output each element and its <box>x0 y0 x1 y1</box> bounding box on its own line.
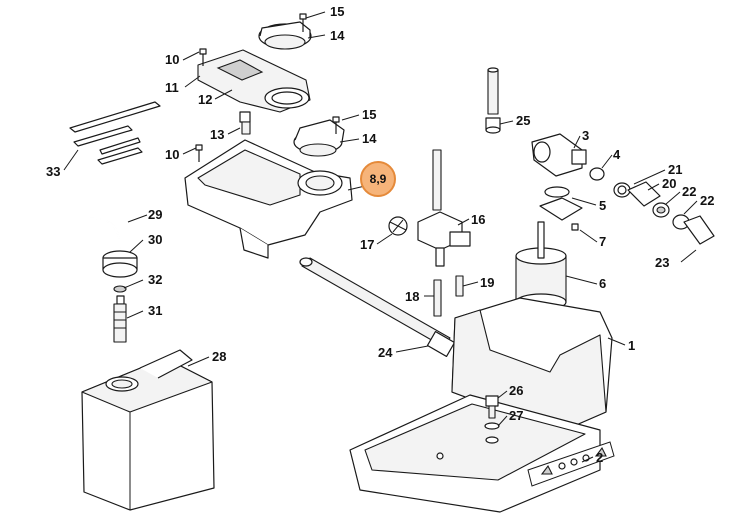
callout-label[interactable]: 6 <box>599 276 606 291</box>
callout-label[interactable]: 2 <box>596 450 603 465</box>
callout-label[interactable]: 26 <box>509 383 523 398</box>
callout-label[interactable]: 31 <box>148 303 162 318</box>
callout-label[interactable]: 33 <box>46 164 60 179</box>
vertical-tube-25 <box>485 67 501 134</box>
callout-label[interactable]: 14 <box>362 131 377 146</box>
callout-label[interactable]: 4 <box>613 147 621 162</box>
callout-label[interactable]: 5 <box>599 198 606 213</box>
callout-label[interactable]: 10 <box>165 147 179 162</box>
highlight-marker[interactable] <box>360 161 396 197</box>
callout-label[interactable]: 17 <box>360 237 374 252</box>
base-housing <box>349 297 615 513</box>
callout-label[interactable]: 14 <box>330 28 345 43</box>
callout-label[interactable]: 22 <box>700 193 714 208</box>
callout-label[interactable]: 22 <box>682 184 696 199</box>
suction-hose-assembly <box>89 217 138 343</box>
callout-labels: 15 14 10 11 12 33 15 14 13 10 29 30 32 3… <box>46 4 714 465</box>
lance-tube-24 <box>299 257 456 358</box>
top-lid-assembly <box>197 13 312 113</box>
callout-label[interactable]: 25 <box>516 113 530 128</box>
callout-label[interactable]: 27 <box>509 408 523 423</box>
callout-label[interactable]: 32 <box>148 272 162 287</box>
callout-label[interactable]: 30 <box>148 232 162 247</box>
callout-label[interactable]: 11 <box>165 80 179 95</box>
float-cylinder-6 <box>515 221 567 311</box>
callout-label[interactable]: 10 <box>165 52 179 67</box>
callout-label[interactable]: 18 <box>405 289 419 304</box>
callout-label[interactable]: 7 <box>599 234 606 249</box>
coupling-fittings <box>531 133 715 245</box>
callout-label[interactable]: 15 <box>330 4 344 19</box>
rod-and-valve-16 <box>388 149 471 267</box>
callout-label[interactable]: 19 <box>480 275 494 290</box>
callout-label[interactable]: 13 <box>210 127 224 142</box>
highlight-label: 8,9 <box>370 172 387 186</box>
callout-label[interactable]: 21 <box>668 162 682 177</box>
leader-lines <box>63 11 698 463</box>
callout-label[interactable]: 20 <box>662 176 676 191</box>
pins <box>433 275 464 317</box>
callout-label[interactable]: 23 <box>655 255 669 270</box>
callout-label[interactable]: 16 <box>471 212 485 227</box>
callout-label[interactable]: 3 <box>582 128 589 143</box>
callout-label[interactable]: 29 <box>148 207 162 222</box>
callout-label[interactable]: 15 <box>362 107 376 122</box>
callout-label[interactable]: 24 <box>378 345 393 360</box>
gasket-strips <box>69 101 161 165</box>
callout-label[interactable]: 28 <box>212 349 226 364</box>
callout-label[interactable]: 1 <box>628 338 635 353</box>
water-canister <box>81 349 215 511</box>
upper-housing <box>184 111 353 259</box>
callout-label[interactable]: 12 <box>198 92 212 107</box>
